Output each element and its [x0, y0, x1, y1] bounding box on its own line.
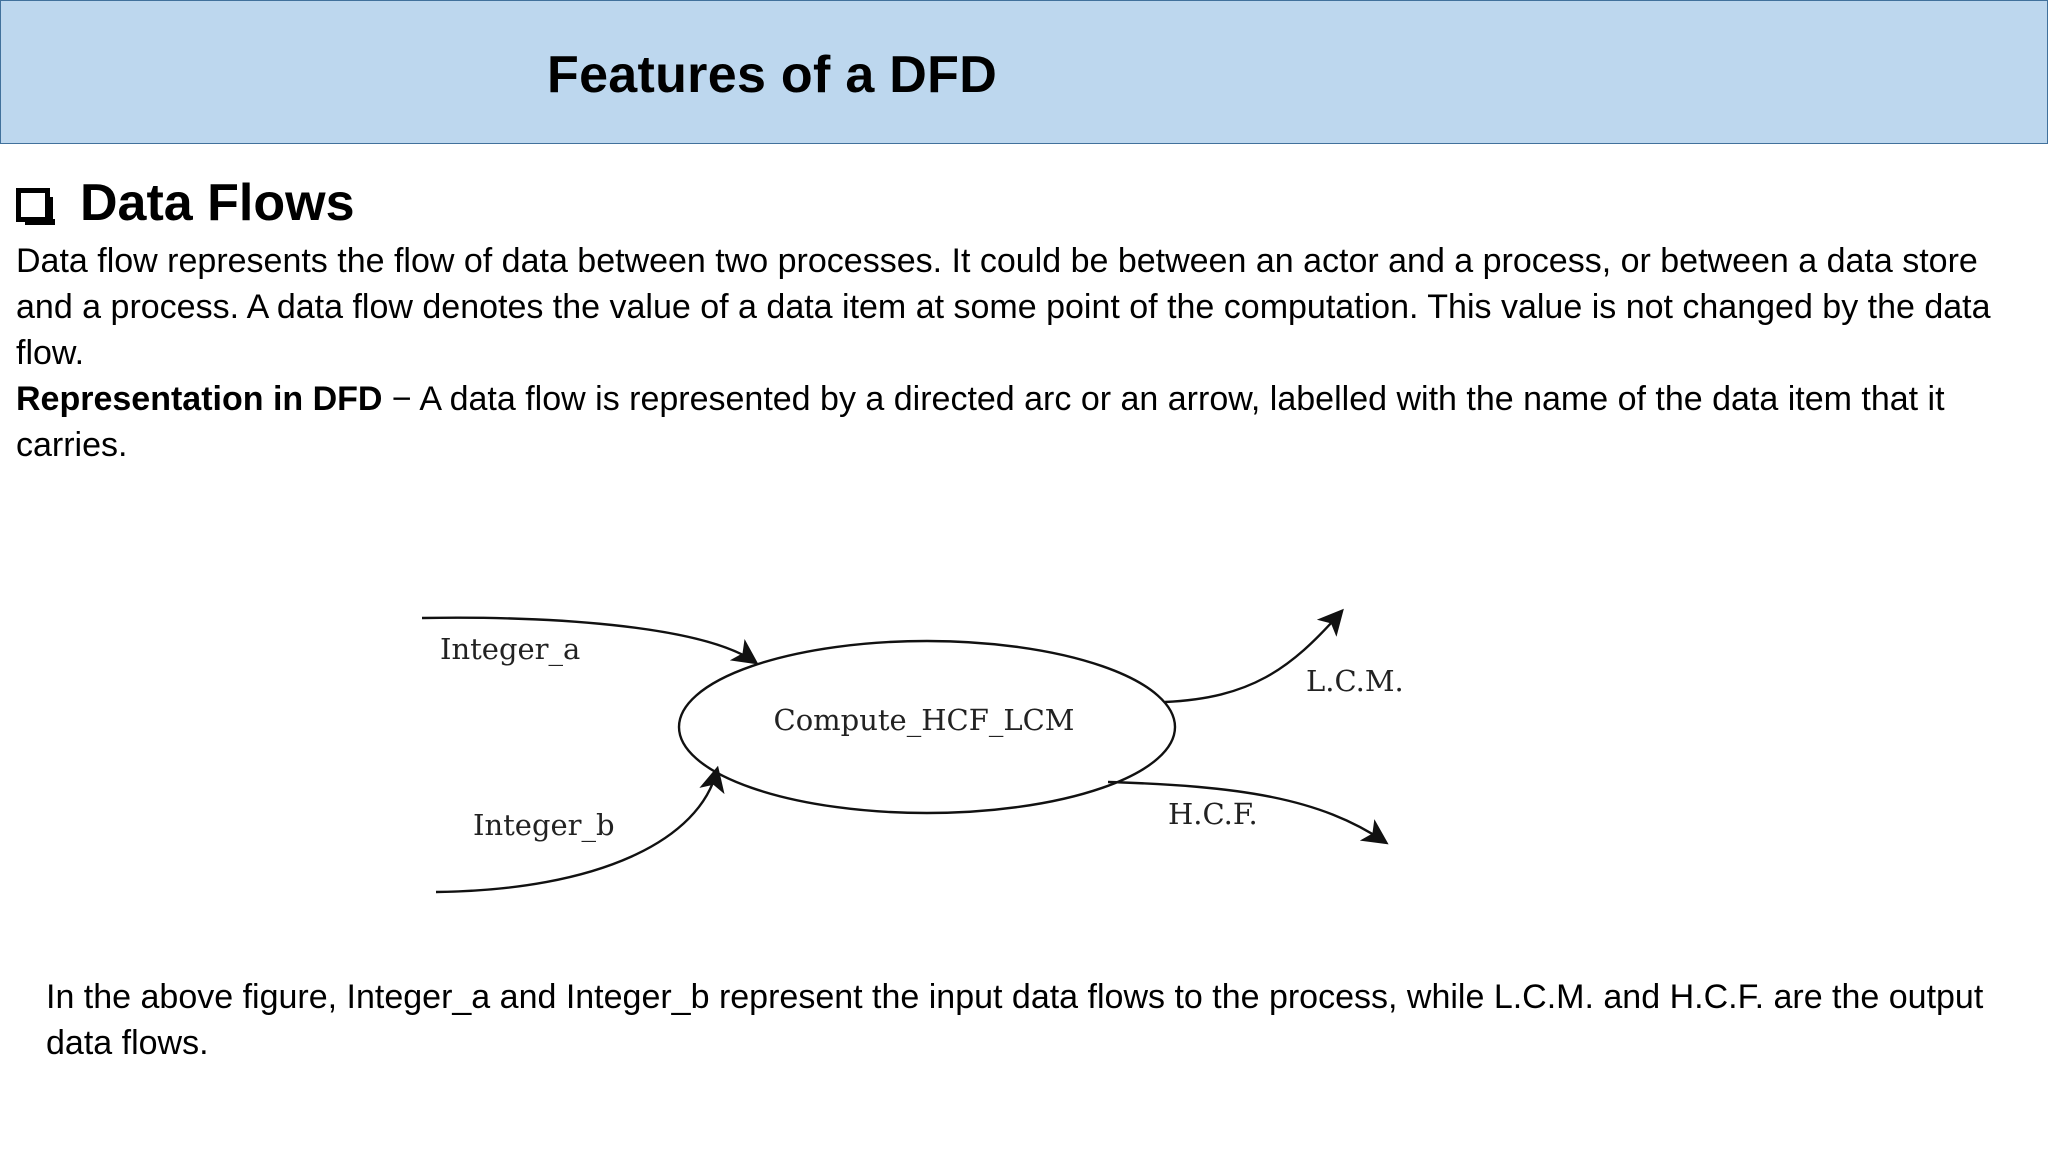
definition-paragraph: Data flow represents the flow of data be…: [16, 242, 1991, 372]
flow-arrow-integer-b: [435, 765, 725, 894]
representation-label: Representation in DFD: [16, 380, 383, 418]
flow-label-lcm: L.C.M.: [1306, 664, 1404, 698]
section-heading: Data Flows: [16, 168, 355, 238]
flow-arrow-integer-a: [421, 616, 759, 665]
caption-paragraph: In the above figure, Integer_a and Integ…: [46, 978, 1984, 1062]
checkbox-bullet-icon: [16, 188, 55, 225]
flow-arrow-hcf: [1107, 780, 1389, 845]
flow-arrow-lcm: [1164, 608, 1344, 704]
slide-title: Features of a DFD: [547, 46, 998, 104]
process-label: Compute_HCF_LCM: [774, 703, 1075, 738]
representation-paragraph: Representation in DFD − A data flow is r…: [16, 376, 2036, 468]
process-ellipse: [677, 639, 1177, 815]
flow-label-hcf: H.C.F.: [1168, 797, 1258, 831]
flow-label-integer-a: Integer_a: [440, 632, 580, 667]
title-bar: Features of a DFD: [0, 0, 2048, 144]
body-text: Data flow represents the flow of data be…: [16, 238, 2036, 468]
flow-label-integer-b: Integer_b: [473, 808, 615, 843]
representation-text: − A data flow is represented by a direct…: [16, 380, 1945, 464]
section-heading-text: Data Flows: [80, 174, 355, 232]
dfd-diagram: Compute_HCF_LCM Integer_a Integer_b L.C.…: [421, 608, 1404, 894]
